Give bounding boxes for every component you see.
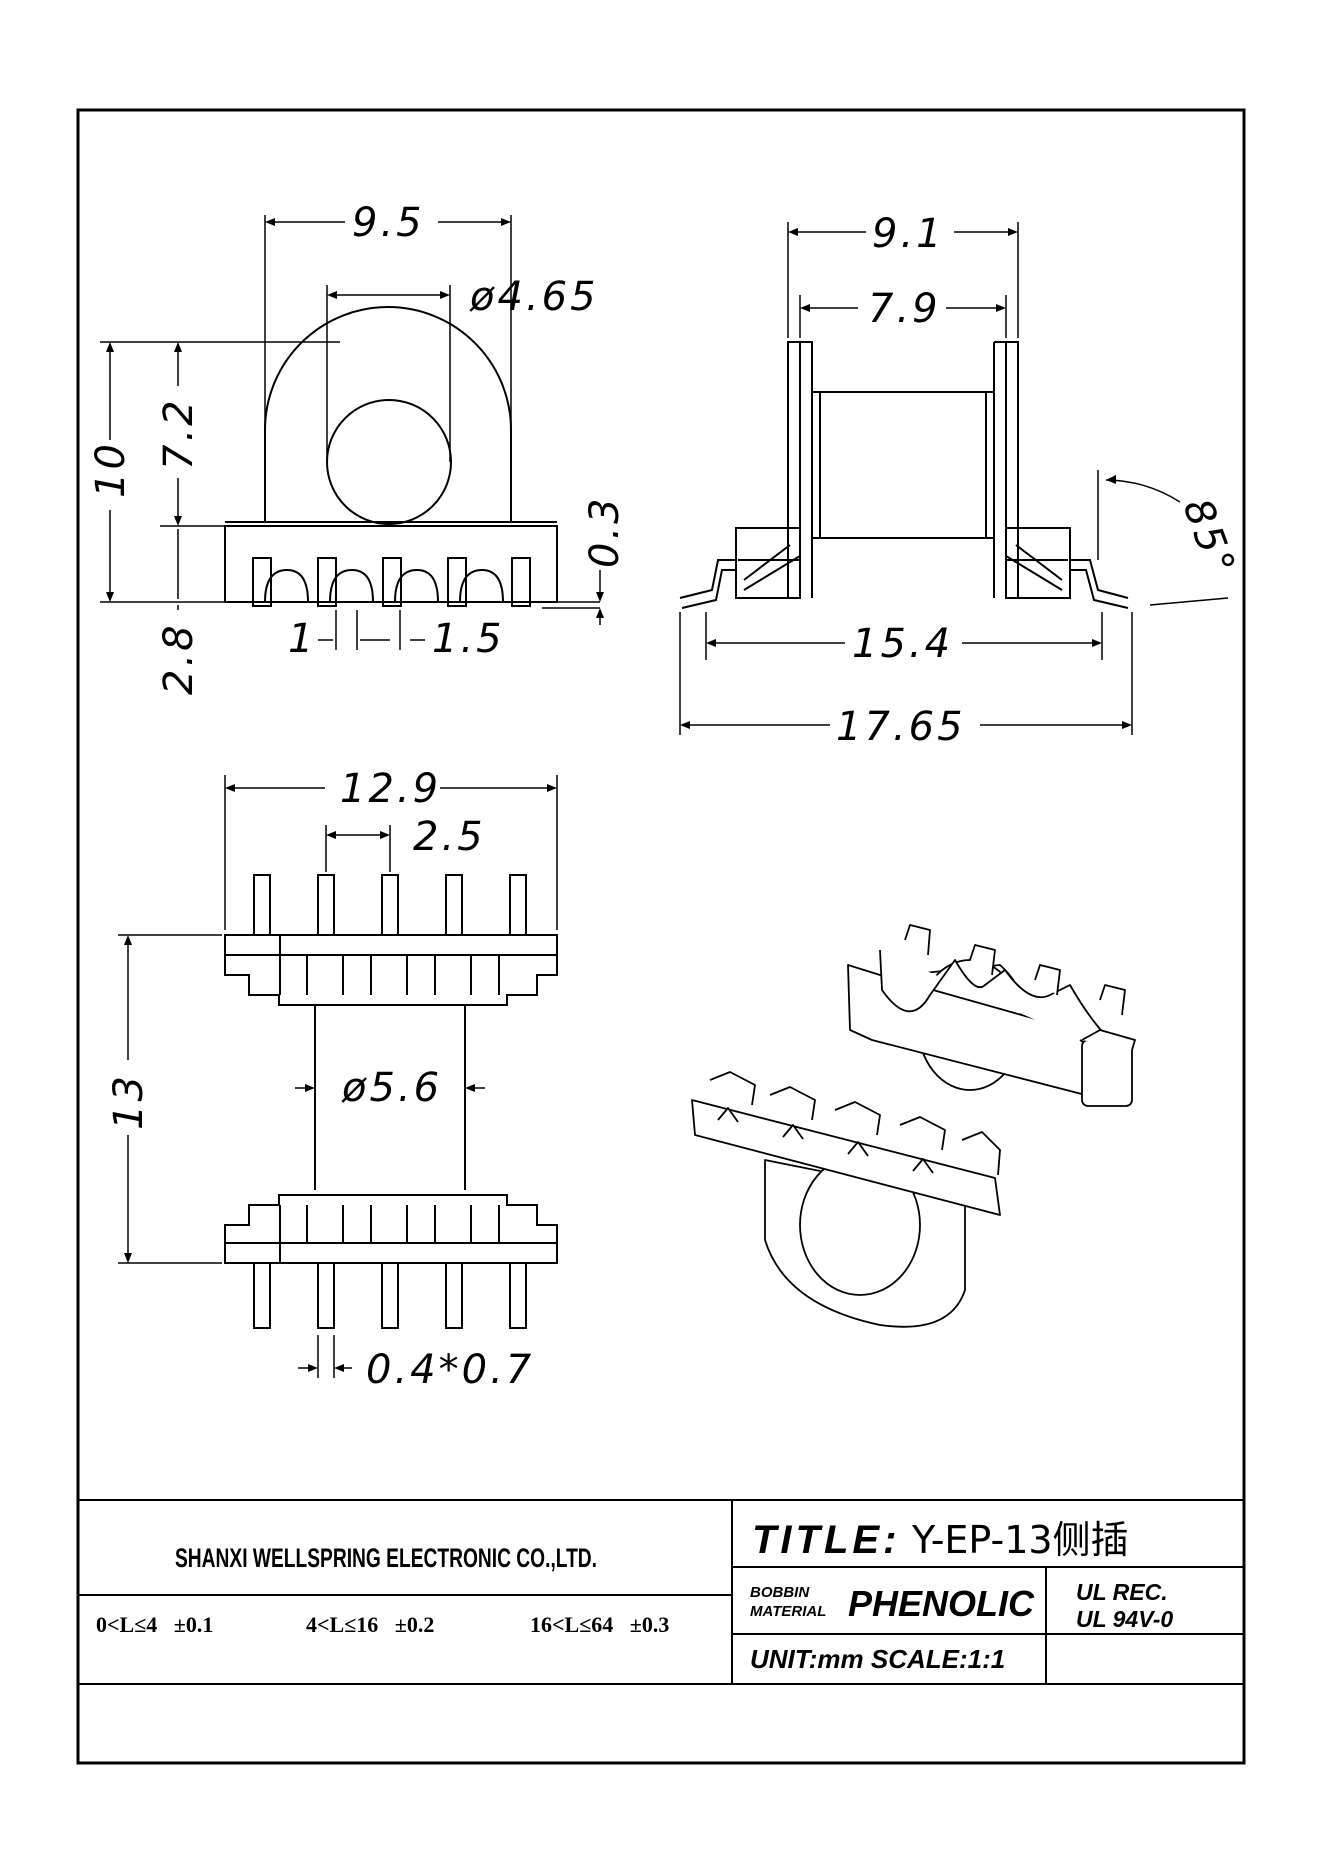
dim-bottom-height: 13 [106, 1073, 152, 1130]
dim-base-height: 2.8 [156, 622, 202, 695]
material-value: PHENOLIC [848, 1583, 1035, 1624]
material-label: MATERIAL [750, 1603, 826, 1620]
bottom-view-dims [118, 775, 558, 1378]
dim-bottom-width: 12.9 [340, 766, 441, 812]
dim-hole-dia: ø4.65 [469, 274, 599, 320]
dim-pin-width: 1 [288, 616, 316, 662]
title-value: Y-EP-13侧插 [911, 1518, 1129, 1562]
dim-core-dia: ø5.6 [341, 1065, 442, 1111]
tolerance-range-3: 16<L≤64 ±0.3 [530, 1612, 669, 1637]
ul-rec: UL REC. [1076, 1579, 1168, 1605]
company-name: SHANXI WELLSPRING ELECTRONIC CO.,LTD. [175, 1543, 597, 1573]
dim-span-inner: 15.4 [852, 621, 953, 667]
bobbin-label: BOBBIN [750, 1584, 810, 1601]
title-block [78, 1499, 1244, 1685]
dim-pin-section: 0.4*0.7 [366, 1347, 534, 1393]
sheet-border [76, 108, 1246, 1765]
dim-body-height: 7.2 [156, 397, 202, 470]
title-label: TITLE: [752, 1518, 900, 1562]
ul-rating: UL 94V-0 [1076, 1606, 1173, 1632]
dim-span-outer: 17.65 [836, 704, 966, 750]
dim-overall-height: 10 [88, 441, 134, 498]
dim-flange-outer: 9.1 [872, 211, 945, 257]
isometric-view [691, 924, 1136, 1328]
side-view-dims [679, 222, 1229, 735]
dim-pin-pitch: 2.5 [413, 814, 486, 860]
bottom-view [224, 874, 558, 1329]
dim-pin-pitch-small: 1.5 [432, 616, 505, 662]
side-view [679, 341, 1129, 609]
front-view [224, 306, 558, 607]
dim-pin-gap: 0.3 [582, 495, 628, 568]
unit-scale: UNIT:mm SCALE:1:1 [750, 1644, 1005, 1674]
dim-top-width: 9.5 [352, 200, 425, 246]
front-view-dims [100, 215, 601, 650]
dim-angle: 85° [1174, 493, 1245, 584]
dim-flange-inner: 7.9 [868, 286, 941, 332]
tolerance-range-2: 4<L≤16 ±0.2 [306, 1612, 434, 1637]
tolerance-range-1: 0<L≤4 ±0.1 [96, 1612, 213, 1637]
